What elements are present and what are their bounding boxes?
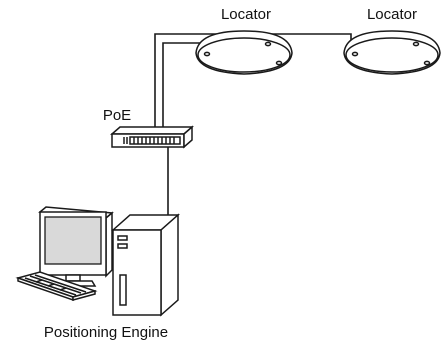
poe-switch: PoE <box>103 107 192 147</box>
positioning-engine: Positioning Engine <box>18 207 178 341</box>
locator-2: Locator <box>344 6 440 74</box>
poe-label: PoE <box>103 107 131 124</box>
locator-1-label: Locator <box>221 6 271 23</box>
locator-1: Locator <box>196 6 292 74</box>
ceiling-locator-icon <box>196 31 292 74</box>
ceiling-locator-icon <box>344 31 440 74</box>
desktop-computer-icon <box>18 207 178 315</box>
positioning-engine-label: Positioning Engine <box>44 324 168 341</box>
poe-switch-icon <box>112 127 192 147</box>
locator-2-label: Locator <box>367 6 417 23</box>
